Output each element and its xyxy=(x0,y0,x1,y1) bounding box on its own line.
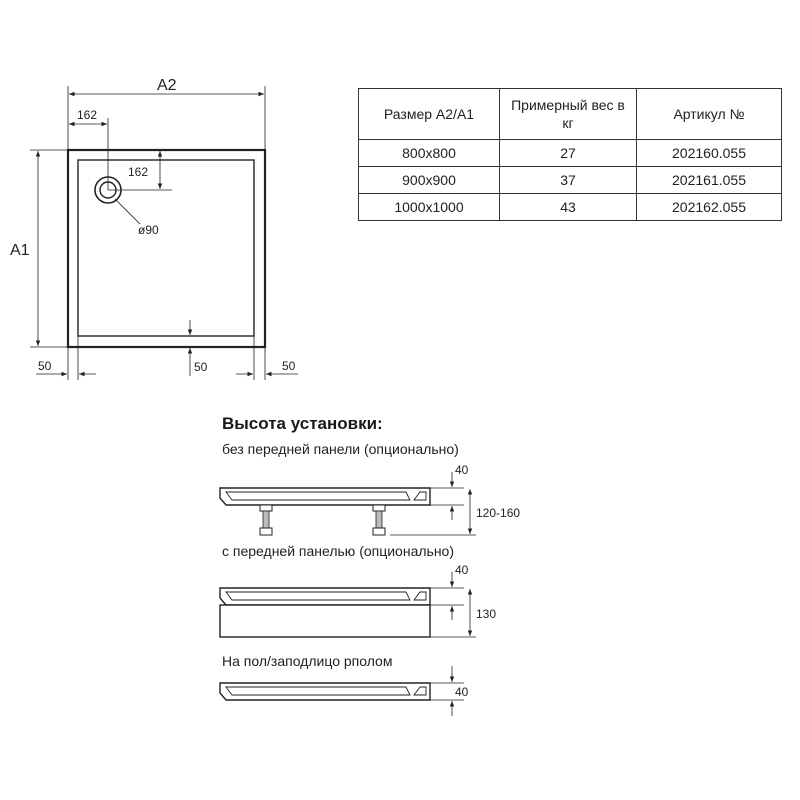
table-row: 900x900 37 202161.055 xyxy=(358,166,782,194)
rim-left-label: 50 xyxy=(38,359,52,373)
a1-label: A1 xyxy=(10,242,30,259)
drain-leader xyxy=(114,198,141,225)
tray-outer-outline xyxy=(66,148,267,349)
right-foot xyxy=(372,504,386,536)
cell-weight: 27 xyxy=(499,139,637,167)
specs-table: Размер A2/A1 Примерный вес в кг Артикул … xyxy=(358,88,782,221)
rim-bottom-label: 50 xyxy=(194,360,208,374)
front-panel xyxy=(219,604,431,638)
cell-article: 202160.055 xyxy=(636,139,782,167)
variant2-top-dim: 40 xyxy=(455,563,469,577)
drain-diameter-label: ø90 xyxy=(138,223,159,237)
variant3-top-dim: 40 xyxy=(455,685,469,699)
a2-label: A2 xyxy=(157,77,177,94)
cell-size: 800x800 xyxy=(358,139,500,167)
table-header-row: Размер A2/A1 Примерный вес в кг Артикул … xyxy=(358,88,782,140)
corner-x-label: 162 xyxy=(77,108,97,122)
variant1-top-dim: 40 xyxy=(455,463,469,477)
cell-weight: 43 xyxy=(499,193,637,221)
header-weight: Примерный вес в кг xyxy=(499,88,637,140)
installation-title: Высота установки: xyxy=(222,414,383,433)
cell-article: 202162.055 xyxy=(636,193,782,221)
install-variant-panel: 40 130 xyxy=(219,563,496,638)
table-row: 800x800 27 202160.055 xyxy=(358,139,782,167)
header-article: Артикул № xyxy=(636,88,782,140)
tray-top-view: A2 162 162 ø90 A1 50 50 50 xyxy=(10,77,298,380)
variant2-caption: с передней панелью (опционально) xyxy=(222,543,455,559)
header-size: Размер A2/A1 xyxy=(358,88,500,140)
cell-size: 900x900 xyxy=(358,166,500,194)
variant1-total-dim: 120-160 xyxy=(476,506,520,520)
variant1-caption: без передней панели (опционально) xyxy=(222,441,459,457)
rim-right-label: 50 xyxy=(282,359,296,373)
install-variant-feet: 40 120-160 xyxy=(219,463,520,536)
install-variant-floor: 40 xyxy=(219,666,469,716)
variant3-caption: На пол/заподлицо рполом xyxy=(222,653,393,669)
cell-article: 202161.055 xyxy=(636,166,782,194)
cell-size: 1000x1000 xyxy=(358,193,500,221)
table-row: 1000x1000 43 202162.055 xyxy=(358,193,782,221)
cell-weight: 37 xyxy=(499,166,637,194)
left-foot xyxy=(259,504,273,536)
tray-inner-outline xyxy=(77,159,255,337)
variant2-total-dim: 130 xyxy=(476,607,496,621)
corner-y-label: 162 xyxy=(128,165,148,179)
